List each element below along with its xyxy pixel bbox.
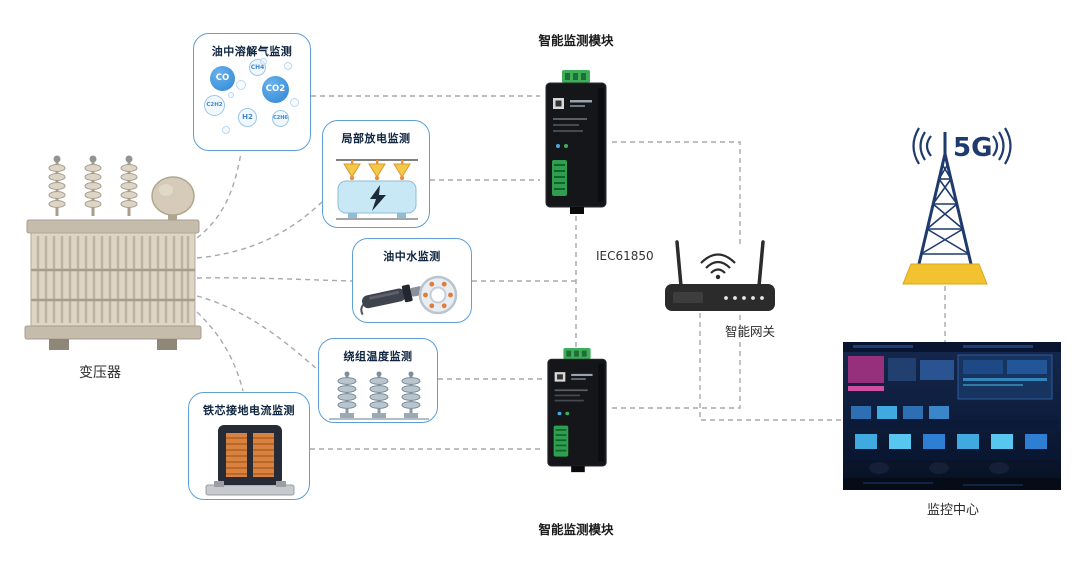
- monitoring-module-top: [540, 70, 612, 215]
- module-bottom-label: 智能监测模块: [538, 522, 614, 537]
- wall-screens: [848, 354, 1053, 400]
- gas-bubble-co2: CO2: [262, 76, 289, 103]
- module-led-icon: [565, 411, 570, 416]
- connector-transformer-winding: [196, 295, 319, 371]
- water-monitor-title: 油中水监测: [383, 250, 441, 263]
- gas-monitor-title: 油中溶解气监测: [211, 45, 293, 58]
- transformer-illustration: [15, 150, 210, 360]
- module-top-label: 智能监测模块: [538, 33, 614, 48]
- copper-winding-icon: [226, 433, 274, 477]
- water-monitor-box: 油中水监测: [352, 238, 472, 323]
- transformer-conservator-tank: [151, 176, 195, 220]
- pd-monitor-title: 局部放电监测: [341, 132, 411, 145]
- lightning-bolt-icon: [370, 185, 386, 211]
- pd-monitor-box: 局部放电监测: [322, 120, 430, 228]
- module-led-icon: [557, 411, 562, 416]
- transformer-base-rail: [24, 325, 202, 340]
- module-led-icon: [556, 144, 560, 148]
- connector-transformer-core: [196, 311, 244, 392]
- transformer-label: 变压器: [79, 365, 121, 381]
- gas-bubble-decor: [284, 62, 292, 70]
- gas-bubble-co: CO: [210, 66, 235, 91]
- wifi-signal-icon: [700, 253, 736, 280]
- antenna-right-icon: [757, 240, 765, 288]
- gas-bubble-c2h6: C2H6: [272, 110, 289, 127]
- transformer-bushings: [48, 155, 138, 216]
- core-monitor-title: 铁芯接地电流监测: [203, 404, 295, 417]
- router-body: [665, 284, 775, 311]
- gas-bubble-decor: [260, 58, 267, 65]
- signal-arcs-right-icon: [992, 127, 1012, 165]
- sensor-probe-icon: [360, 284, 423, 316]
- connector-bottommodule-gateway: [612, 314, 741, 409]
- core-winding-icon: [205, 425, 295, 496]
- connector-transformer-pd: [196, 201, 323, 259]
- water-sensor-icon: [360, 275, 458, 316]
- console-row-front: [843, 434, 1061, 460]
- pd-funnel-icons: [343, 160, 411, 181]
- tower-5g-label: 5G: [953, 133, 992, 163]
- transformer-lid: [26, 219, 200, 234]
- console-row-back: [847, 406, 1057, 428]
- gas-bubble-decor: [290, 98, 299, 107]
- tower-5g-icon: 5G: [897, 124, 1019, 292]
- protocol-label: IEC61850: [596, 249, 654, 263]
- transformer-feet: [49, 339, 177, 350]
- chairs-and-floor: [843, 462, 1061, 490]
- tower-base: [902, 263, 988, 285]
- module-led-icon: [564, 144, 568, 148]
- monitoring-center-photo: [843, 342, 1061, 490]
- transformer-radiator-body: [30, 232, 196, 327]
- insulator-column-icon: [337, 371, 357, 418]
- sensor-ring-icon: [418, 275, 458, 315]
- insulator-column-icon: [401, 371, 421, 418]
- gas-bubble-h2: H2: [238, 108, 257, 127]
- pd-device-icon: [336, 159, 418, 220]
- insulator-column-icon: [369, 371, 389, 418]
- antenna-left-icon: [675, 240, 683, 288]
- connector-gateway-center: [699, 313, 841, 421]
- gateway-label: 智能网关: [724, 324, 775, 339]
- winding-insulators-icon: [329, 371, 429, 420]
- gas-bubble-decor: [228, 92, 234, 98]
- tower-lattice: [917, 132, 973, 265]
- gas-bubble-c2h2: C2H2: [204, 95, 225, 116]
- connector-topmodule-gateway: [612, 141, 741, 246]
- module-bottom-terminal: [553, 425, 569, 457]
- connector-transformer-water: [196, 277, 353, 282]
- connector-transformer-gas: [196, 152, 242, 239]
- monitoring-module-bottom: [542, 348, 612, 473]
- signal-arcs-left-icon: [912, 127, 932, 165]
- winding-monitor-box: 绕组温度监测: [318, 338, 438, 423]
- gas-bubble-decor: [236, 80, 246, 90]
- center-label: 监控中心: [926, 503, 979, 518]
- gas-bubble-decor: [222, 126, 230, 134]
- core-monitor-box: 铁芯接地电流监测: [188, 392, 310, 500]
- gateway-device: [664, 234, 776, 316]
- gas-monitor-box: 油中溶解气监测 CO CH4 CO2 C2H2 H2 C2H6: [193, 33, 311, 151]
- winding-monitor-title: 绕组温度监测: [343, 350, 413, 363]
